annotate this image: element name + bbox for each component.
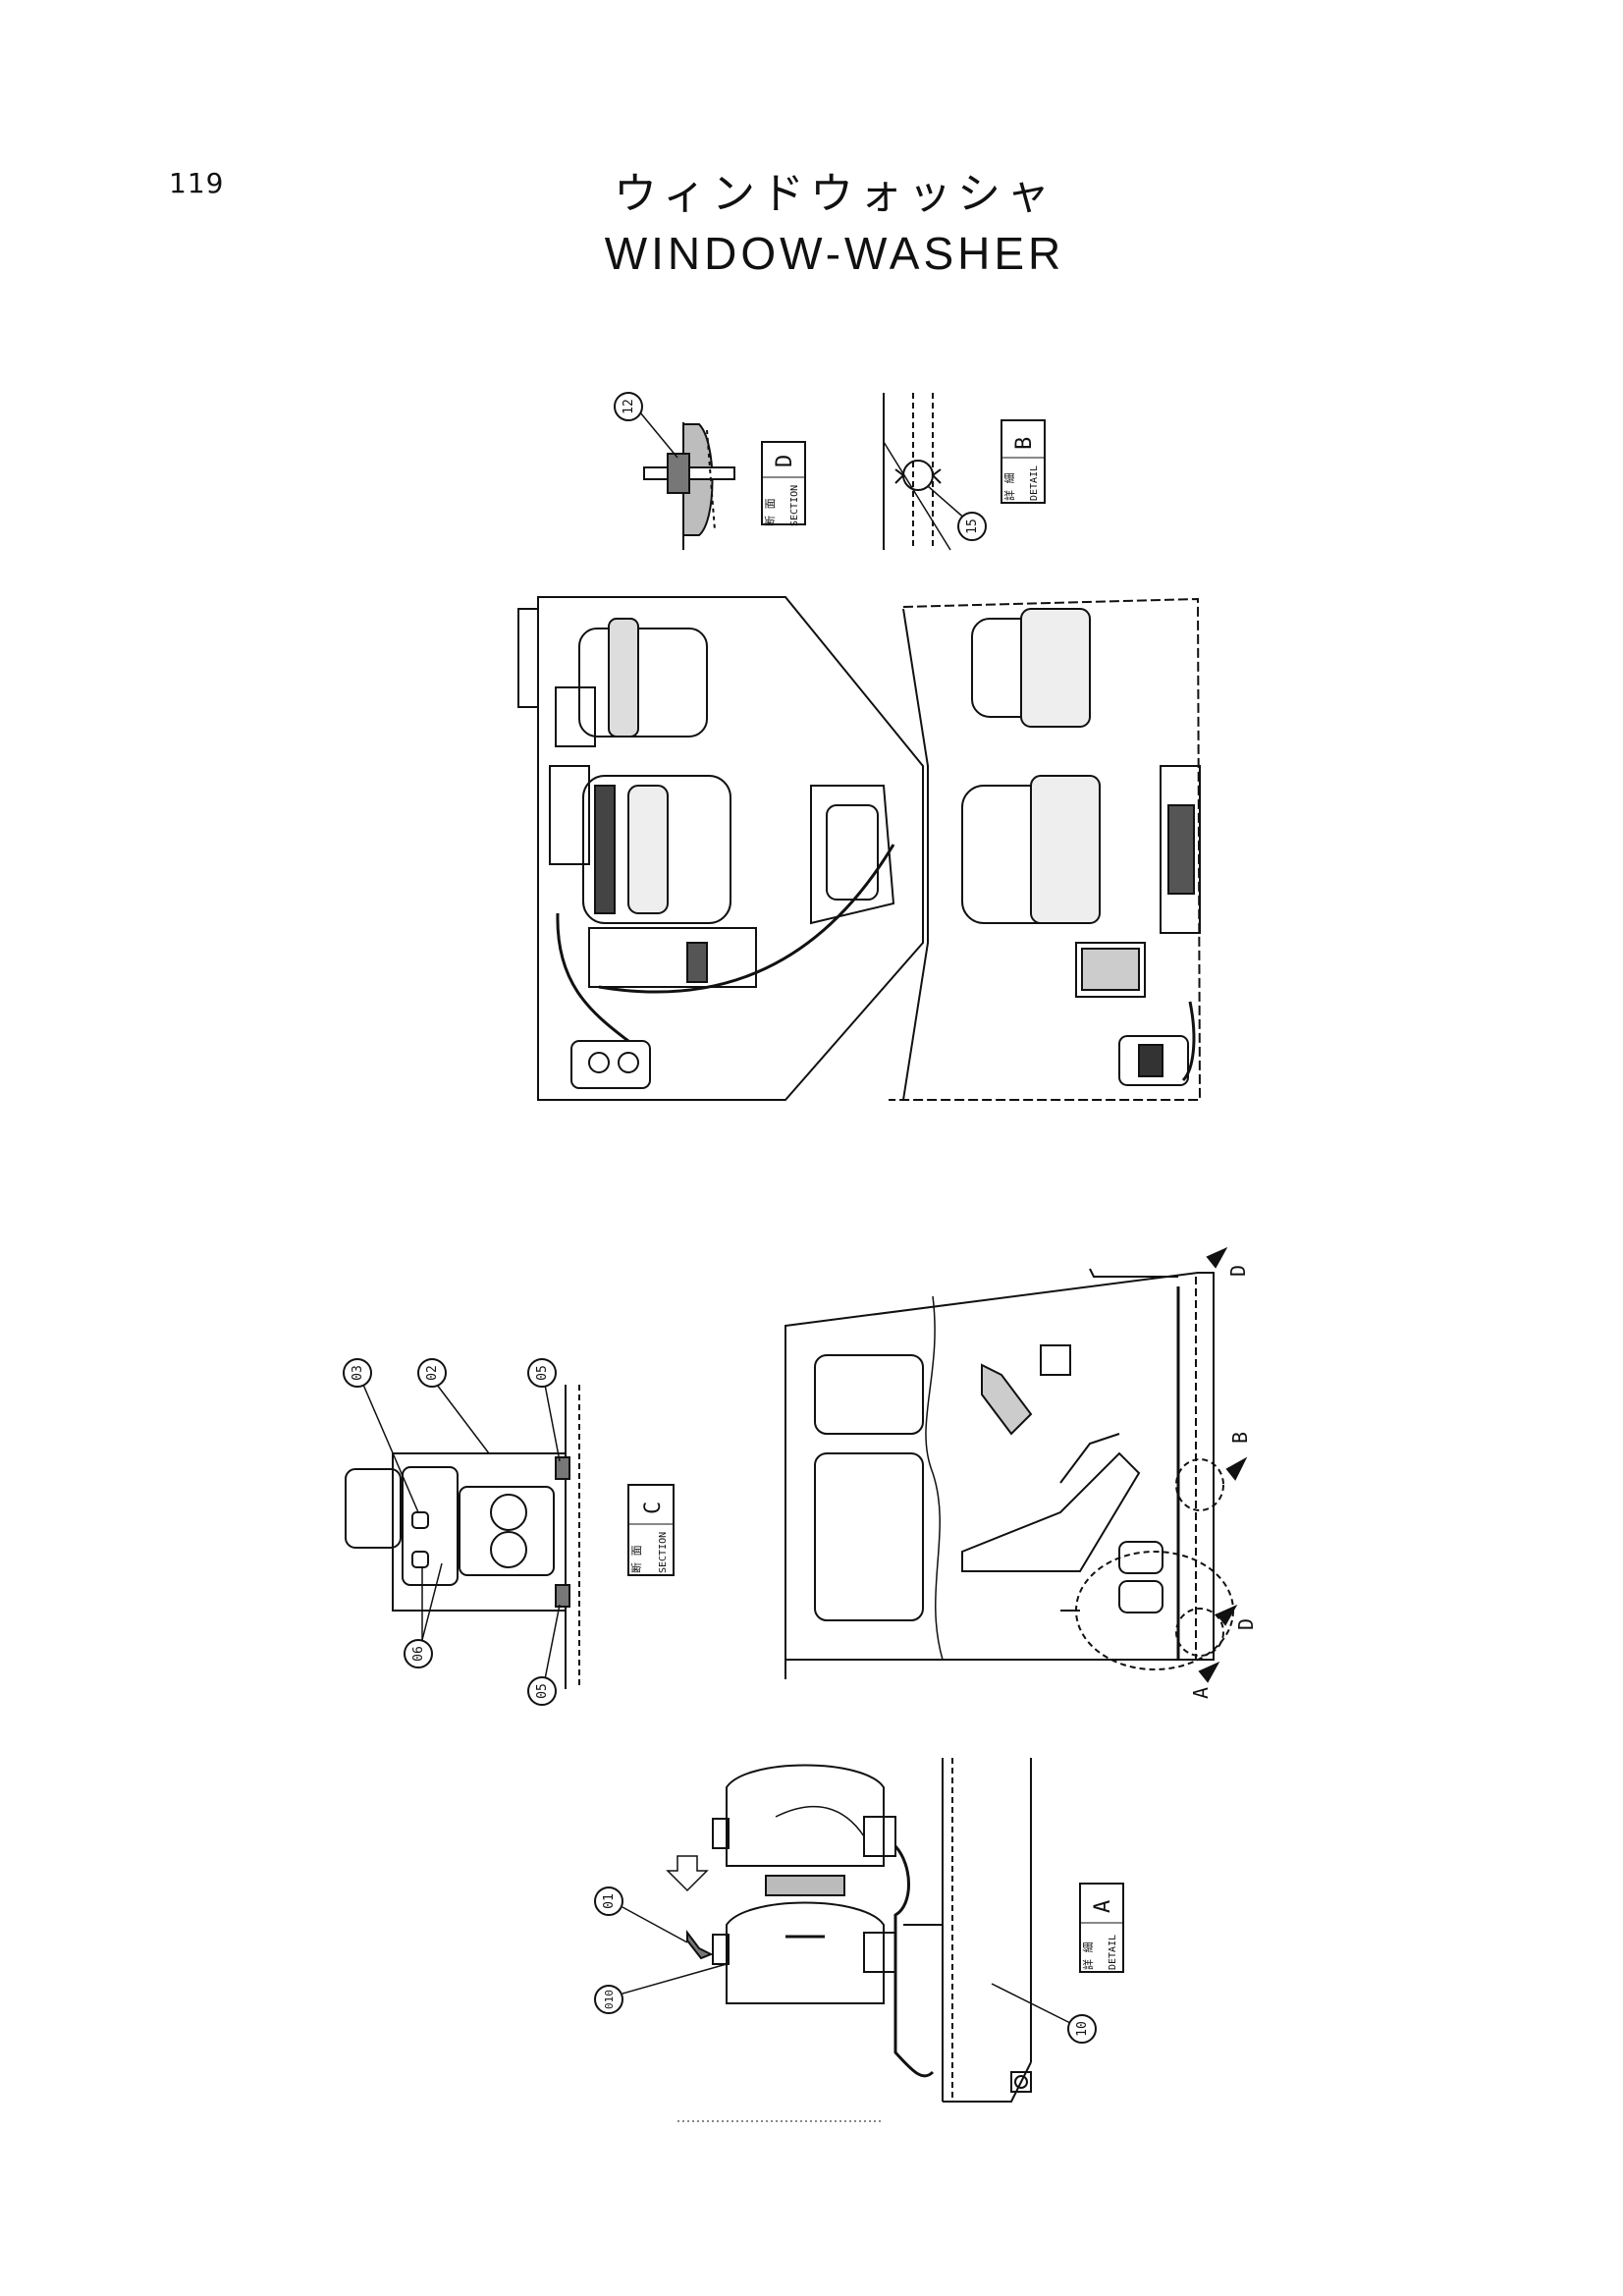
callout-02 [417,1358,447,1388]
callout-01 [594,1886,623,1916]
page-number: 119 [169,167,225,199]
section-c-view [343,1358,675,1706]
title-block: ウィンドウォッシャ WINDOW-WASHER [550,167,1119,283]
detail-a-view [594,1758,1124,2122]
cab-floor-view [517,596,1202,1101]
detail-b-view [883,393,1046,551]
title-japanese: ウィンドウォッシャ [614,169,1055,219]
callout-03 [343,1358,372,1388]
marker-d-top: D [1226,1265,1250,1277]
callout-15-text: 15 [965,519,980,534]
detail-b-word: DETAIL [1029,465,1040,501]
callout-03-text: 03 [351,1365,365,1381]
callout-05a-text: 05 [535,1365,550,1381]
callout-06 [404,1639,433,1668]
section-d-label [761,441,806,525]
callout-010 [594,1985,623,2014]
callout-10-text: 10 [1075,2021,1090,2037]
detail-b-kanji: 詳 細 [1002,472,1016,501]
section-d-letter: D [773,455,797,467]
section-d-view [614,392,806,550]
detail-a-word: DETAIL [1108,1935,1118,1970]
callout-12-text: 12 [622,399,636,414]
callout-01-text: 01 [602,1893,617,1909]
callout-05b-text: 05 [535,1683,550,1699]
marker-a-bottom: A [1189,1687,1213,1699]
callout-010-text: 010 [603,1990,616,2009]
callout-15 [957,512,987,541]
callout-10 [1067,2014,1097,2044]
detail-b-letter: B [1012,437,1037,450]
section-d-kanji: 断 面 [763,498,777,526]
section-c-kanji: 断 面 [629,1545,643,1573]
section-c-letter: C [641,1502,666,1514]
section-d-word: SECTION [789,485,800,526]
marker-d-bottom: D [1234,1618,1258,1630]
title-english: WINDOW-WASHER [604,228,1065,279]
marker-b-side: B [1228,1432,1252,1444]
callout-02-text: 02 [425,1365,440,1381]
detail-a-label [1079,1883,1124,1973]
callout-05a [527,1358,557,1388]
callout-05b [527,1676,557,1706]
cab-side-view [784,1246,1248,1683]
callout-12 [614,392,643,421]
section-c-word: SECTION [658,1532,669,1573]
detail-a-letter: A [1091,1900,1115,1913]
callout-06-text: 06 [411,1646,426,1662]
section-c-label [627,1484,675,1576]
detail-b-label [1001,419,1046,504]
detail-a-kanji: 詳 細 [1081,1941,1095,1970]
